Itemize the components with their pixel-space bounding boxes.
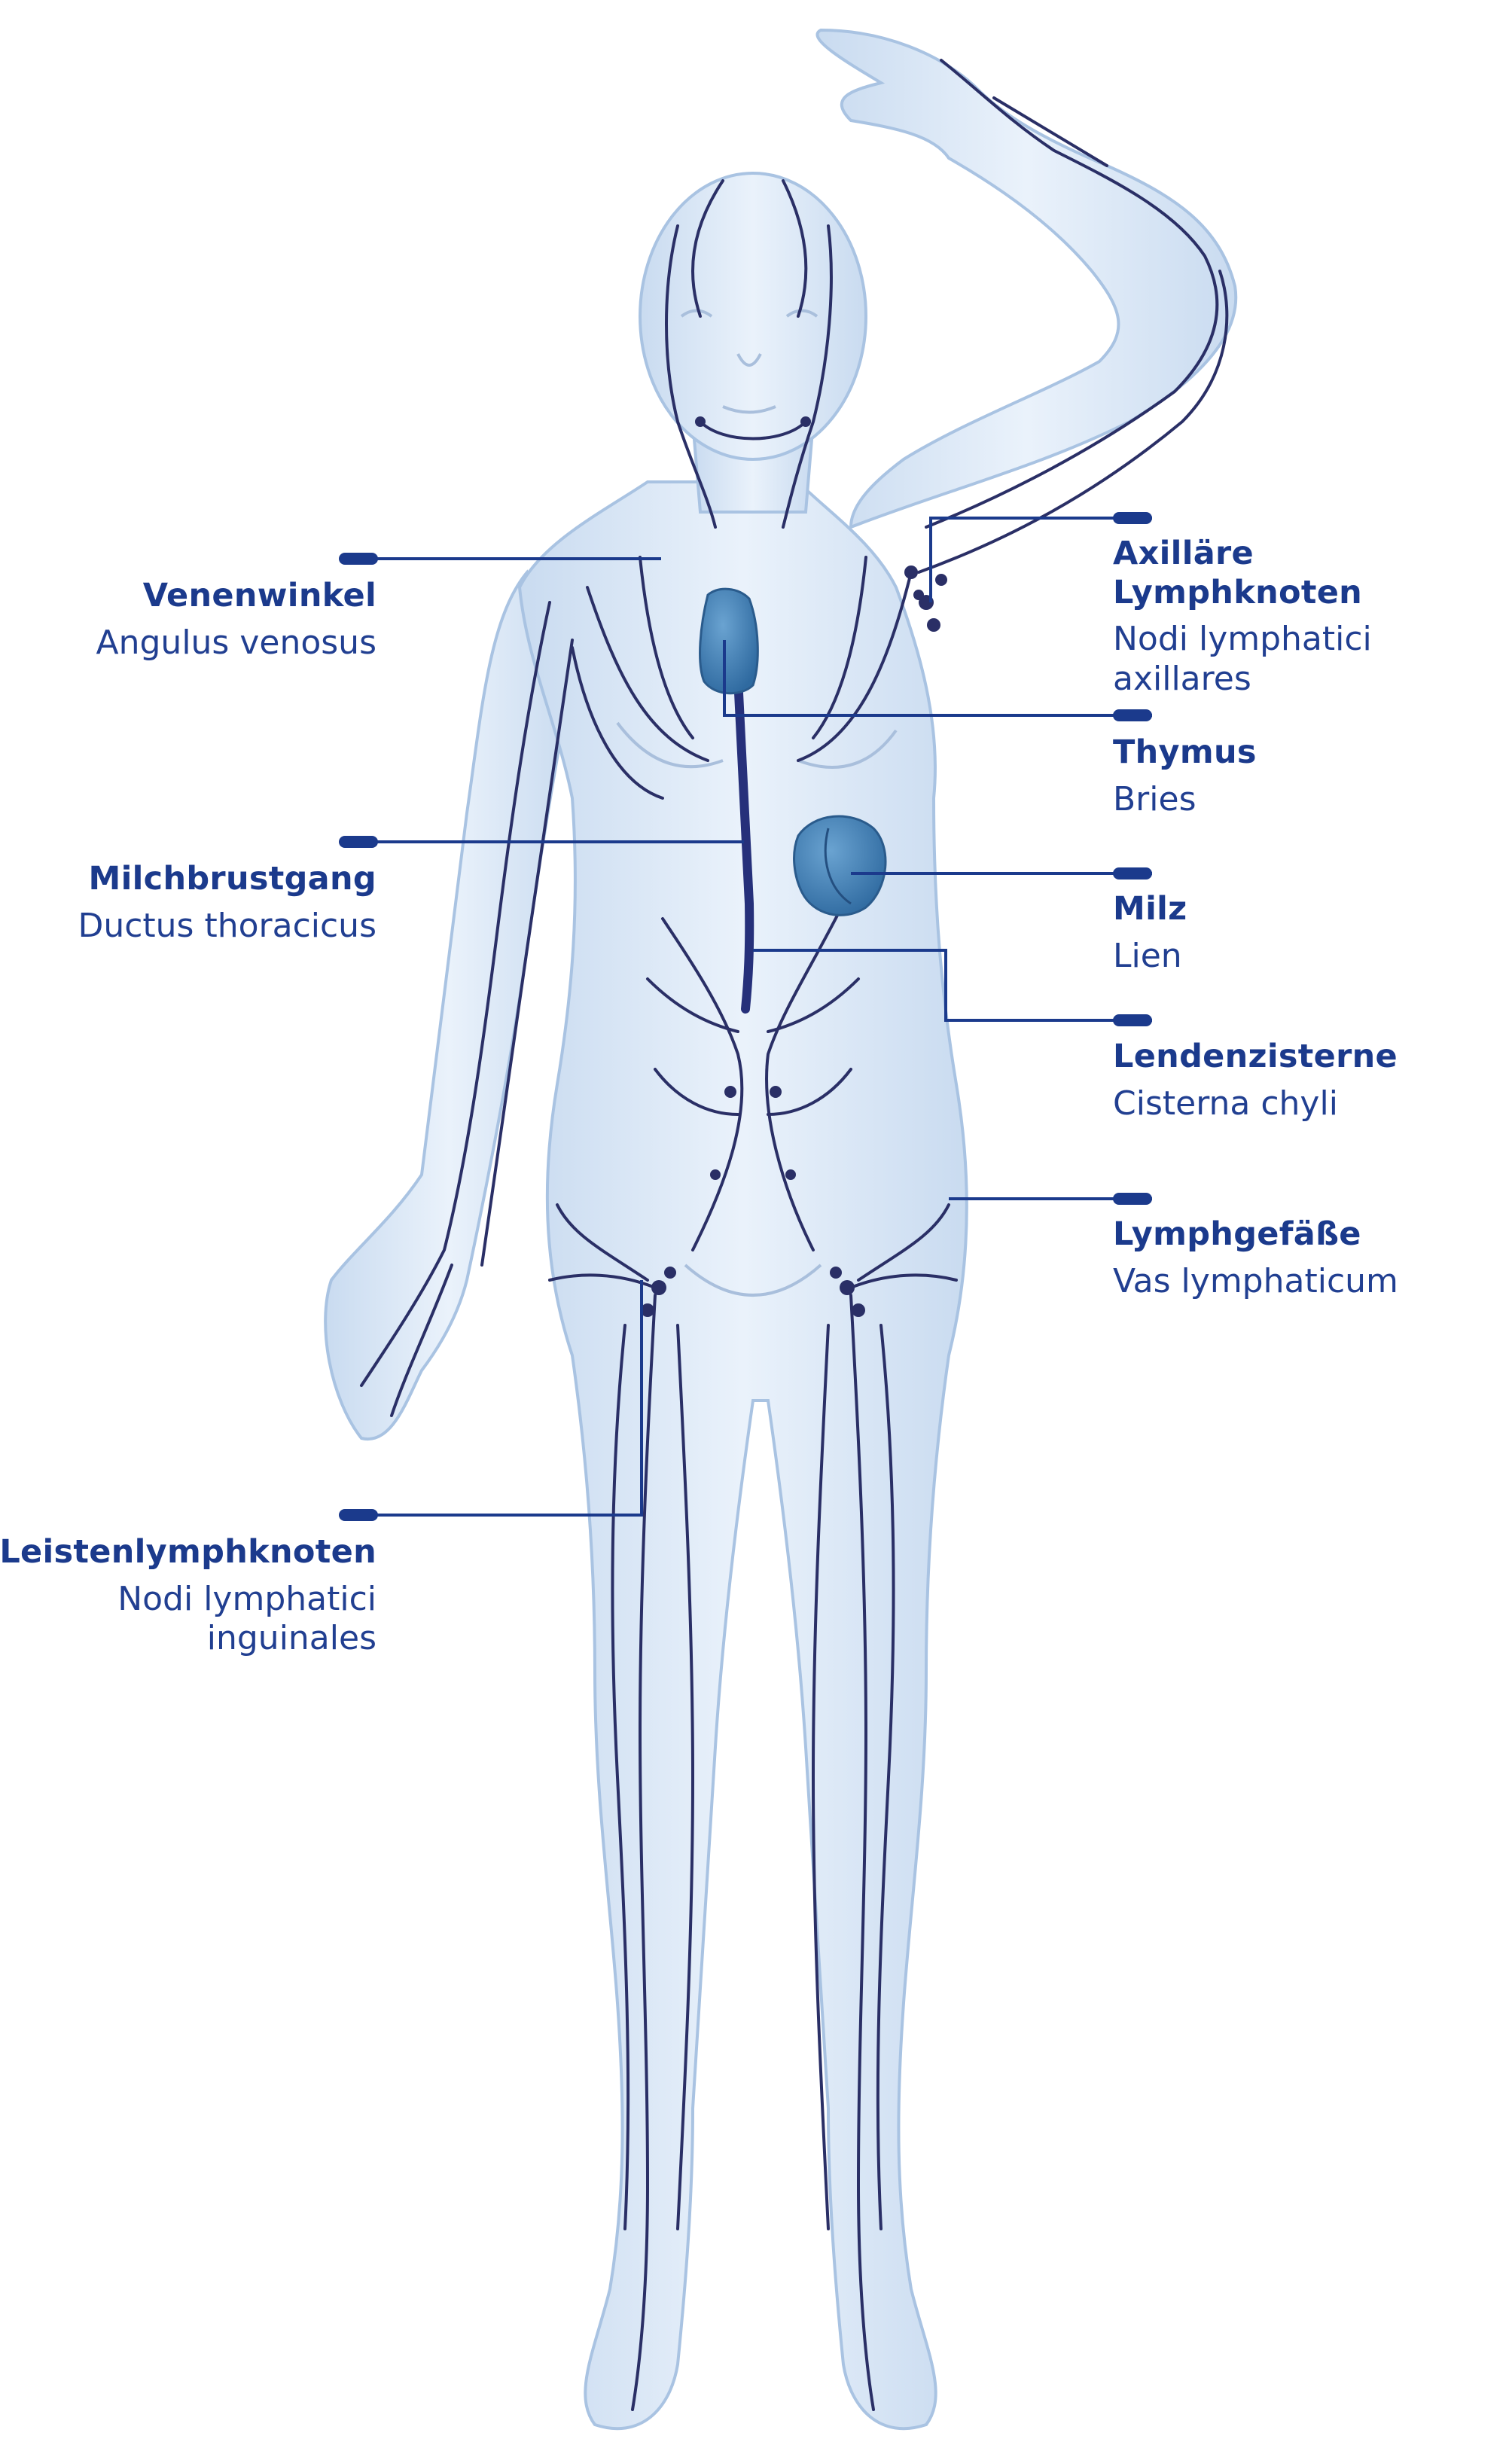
label-name: Lymphgefäße xyxy=(1113,1215,1398,1254)
label-name: Venenwinkel xyxy=(96,577,376,616)
label-milchbrustgang: Milchbrustgang Ductus thoracicus xyxy=(78,860,376,946)
marker-milz xyxy=(1113,867,1152,880)
label-latin: Ductus thoracicus xyxy=(78,907,376,947)
label-lendenzisterne: Lendenzisterne Cisterna chyli xyxy=(1113,1038,1398,1123)
marker-axillaere xyxy=(1113,512,1152,524)
label-latin: Vas lymphaticum xyxy=(1113,1262,1398,1302)
label-latin: Bries xyxy=(1113,780,1257,820)
label-latin: Nodi lymphatici inguinales xyxy=(0,1580,376,1660)
label-name: Lendenzisterne xyxy=(1113,1038,1398,1077)
thymus-organ xyxy=(700,589,758,693)
marker-lendenzisterne xyxy=(1113,1014,1152,1026)
label-leistenlymphknoten: Leistenlymphknoten Nodi lymphatici ingui… xyxy=(0,1533,376,1659)
head xyxy=(640,173,866,459)
lowered-arm xyxy=(325,572,572,1439)
spleen-organ xyxy=(794,816,886,915)
label-name: Milz xyxy=(1113,890,1187,929)
label-axillaere: Axilläre Lymphknoten Nodi lymphatici axi… xyxy=(1113,535,1512,700)
body-silhouette xyxy=(325,30,1236,2428)
label-venenwinkel: Venenwinkel Angulus venosus xyxy=(96,577,376,663)
marker-venenwinkel xyxy=(339,553,378,565)
label-name: Thymus xyxy=(1113,733,1257,773)
label-latin: Nodi lymphatici axillares xyxy=(1113,620,1512,700)
marker-thymus xyxy=(1113,709,1152,721)
marker-lymphgefaesse xyxy=(1113,1193,1152,1205)
label-thymus: Thymus Bries xyxy=(1113,733,1257,819)
marker-milchbrustgang xyxy=(339,836,378,848)
label-name: Axilläre Lymphknoten xyxy=(1113,535,1512,612)
label-latin: Angulus venosus xyxy=(96,623,376,663)
label-latin: Cisterna chyli xyxy=(1113,1084,1398,1124)
label-name: Milchbrustgang xyxy=(78,860,376,899)
label-latin: Lien xyxy=(1113,937,1187,977)
label-lymphgefaesse: Lymphgefäße Vas lymphaticum xyxy=(1113,1215,1398,1301)
marker-leistenlymphknoten xyxy=(339,1509,378,1521)
label-milz: Milz Lien xyxy=(1113,890,1187,976)
label-name: Leistenlymphknoten xyxy=(0,1533,376,1572)
raised-arm xyxy=(817,30,1236,527)
